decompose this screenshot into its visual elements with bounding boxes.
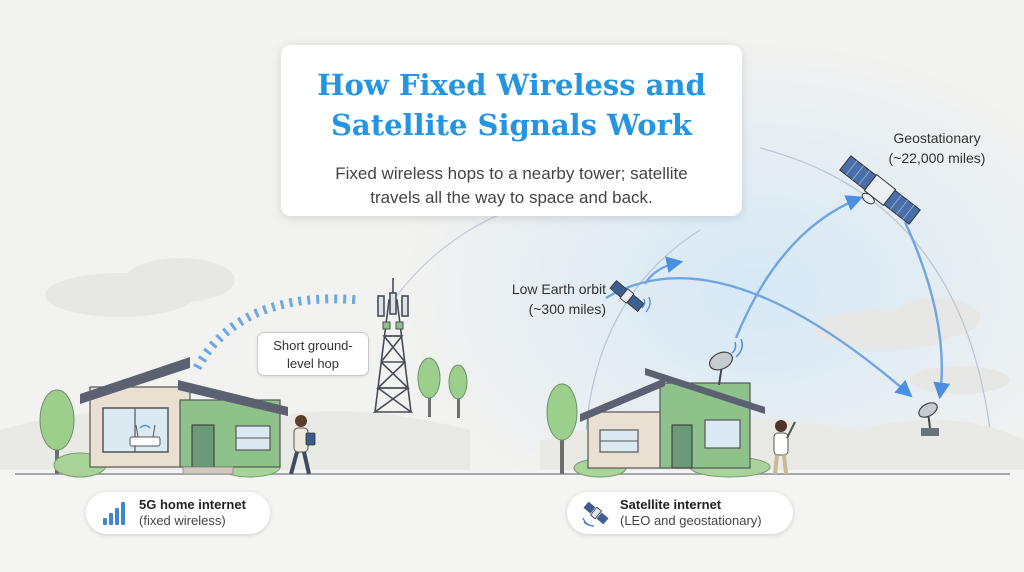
title-line-1: How Fixed Wireless and [317,68,706,102]
geo-label-line-2: (~22,000 miles) [888,150,986,166]
hop-line-2: level hop [286,356,340,371]
leo-downlink-arrow [605,276,913,398]
subtitle-line-1: Fixed wireless hops to a nearby tower; s… [335,164,688,183]
title-card: How Fixed Wireless and Satellite Signals… [281,45,742,216]
leo-label-line-1: Low Earth orbit [511,281,606,297]
signal-bars-icon [103,502,125,525]
geo-label-line-1: Geostationary [893,130,981,146]
geo-satellite [839,155,921,225]
ground-satellite-dish [918,402,939,436]
page-title: How Fixed Wireless and Satellite Signals… [281,65,742,145]
leo-satellite [609,280,645,312]
satellite-icon [582,501,609,527]
legend-5g-subtitle: (fixed wireless) [139,513,226,528]
tree-left-1 [39,389,75,474]
geostationary-label: Geostationary (~22,000 miles) [862,128,1012,168]
legend-satellite-title: Satellite internet [620,497,722,512]
tree-tower-2 [448,364,468,418]
leo-uplink-arrow [643,256,684,285]
person-pointing [773,420,796,475]
cell-tower [372,278,414,413]
legend-5g-title: 5G home internet [139,497,246,512]
title-line-2: Satellite Signals Work [330,108,693,142]
leo-label: Low Earth orbit (~300 miles) [470,279,606,319]
legend-satellite-internet: Satellite internet (LEO and geostationar… [567,492,793,534]
person-with-tablet [289,415,316,475]
tree-right-1 [546,383,578,474]
tree-tower-1 [417,357,441,417]
geo-uplink-arrow [734,195,864,339]
geo-orbit-arc [759,147,991,431]
leo-label-line-2: (~300 miles) [528,301,606,317]
house-left [80,357,288,475]
legend-satellite-subtitle: (LEO and geostationary) [620,513,762,528]
short-hop-callout: Short ground- level hop [257,332,369,376]
subtitle: Fixed wireless hops to a nearby tower; s… [297,162,726,210]
leo-signal-waves [641,298,646,309]
hop-line-1: Short ground- [273,338,353,353]
house-right [580,338,765,469]
legend-5g-home-internet: 5G home internet (fixed wireless) [86,492,270,534]
geo-downlink-arrow [903,221,951,400]
subtitle-line-2: travels all the way to space and back. [370,188,653,207]
